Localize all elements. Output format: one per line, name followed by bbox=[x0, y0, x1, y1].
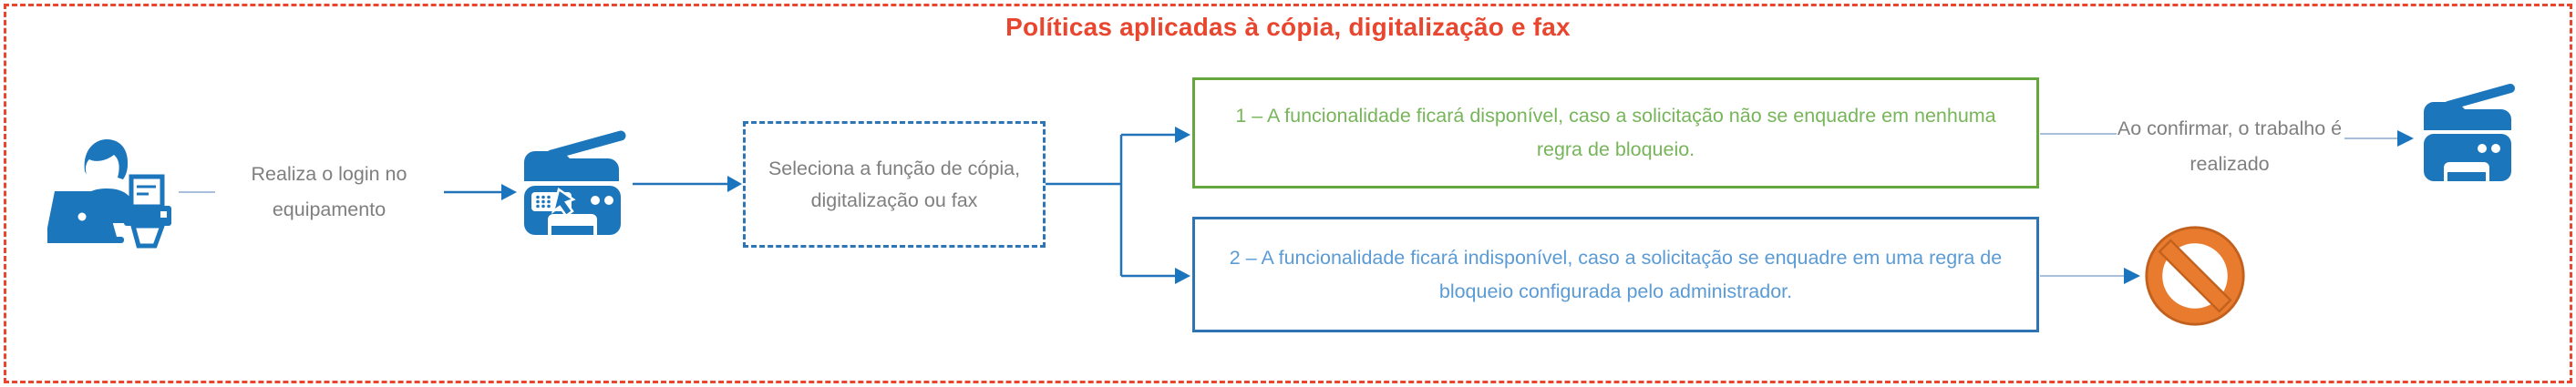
confirm-step-label: Ao confirmar, o trabalho é realizado bbox=[2117, 117, 2343, 175]
arrowhead-outcome-1 bbox=[1175, 127, 1190, 143]
outcome-blocked-box: 2 – A funcionalidade ficará indisponível… bbox=[1192, 217, 2039, 332]
multifunction-printer-icon bbox=[513, 129, 632, 245]
arrowhead-select bbox=[727, 176, 742, 192]
outcome-blocked-label: 2 – A funcionalidade ficará indisponível… bbox=[1229, 246, 2003, 302]
prohibition-icon bbox=[2142, 221, 2248, 335]
outcome-allowed-label: 1 – A funcionalidade ficará disponível, … bbox=[1235, 105, 1996, 160]
select-function-box: Seleciona a função de cópia, digitalizaç… bbox=[743, 121, 1046, 248]
arrowhead-outcome-2 bbox=[1175, 268, 1190, 284]
arrowhead-prohibition bbox=[2124, 268, 2140, 284]
printer-icon bbox=[2416, 82, 2519, 190]
outcome-allowed-box: 1 – A funcionalidade ficará disponível, … bbox=[1192, 77, 2039, 188]
arrowhead-mfp bbox=[501, 184, 517, 200]
page-title: Políticas aplicadas à cópia, digitalizaç… bbox=[1005, 13, 1571, 41]
connector-branch bbox=[1046, 133, 1175, 278]
user-at-laptop-with-printer-icon bbox=[44, 135, 175, 256]
select-function-label: Seleciona a função de cópia, digitalizaç… bbox=[768, 157, 1021, 211]
arrowhead-printer bbox=[2397, 130, 2414, 147]
login-step-label: Realiza o login no equipamento bbox=[251, 163, 407, 220]
